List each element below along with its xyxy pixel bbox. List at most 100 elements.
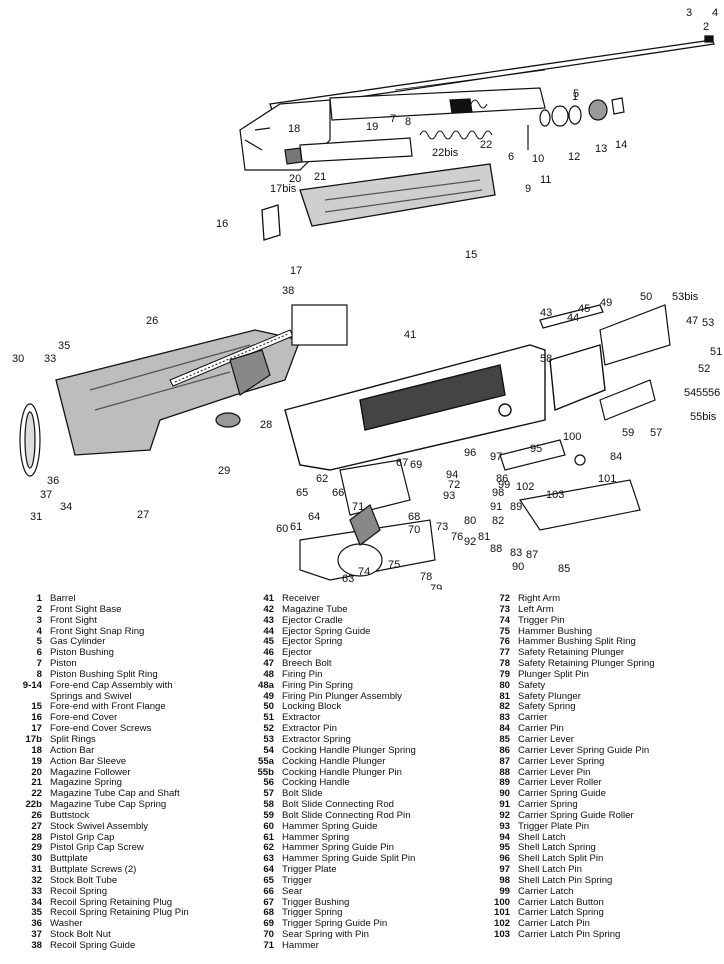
callout: 27 bbox=[137, 509, 149, 521]
part-number: 102 bbox=[493, 918, 510, 930]
part-number: 65 bbox=[263, 874, 274, 886]
callout: 97 bbox=[490, 451, 502, 463]
legend-row: Springs and Swivel bbox=[0, 690, 189, 703]
part-name: Hammer Spring bbox=[282, 831, 350, 843]
callout: 71 bbox=[352, 501, 364, 513]
part-number: 88 bbox=[499, 766, 510, 778]
callout: 4 bbox=[712, 7, 718, 19]
part-name: Carrier Latch Spring bbox=[518, 907, 604, 919]
action-bar-sleeve bbox=[284, 137, 413, 165]
part-name: Trigger Plate bbox=[282, 864, 337, 876]
part-number: 98 bbox=[499, 874, 510, 886]
part-name: Stock Bolt Nut bbox=[50, 929, 111, 941]
callout: 86 bbox=[496, 473, 508, 485]
callout: 33 bbox=[44, 353, 56, 365]
callout: 22bis bbox=[432, 147, 459, 159]
part-name: Carrier Lever Pin bbox=[518, 766, 591, 778]
part-name: Springs and Swivel bbox=[50, 690, 132, 702]
legend-row: 74 Trigger Pin bbox=[464, 614, 655, 627]
part-name: Sear bbox=[282, 885, 303, 897]
exploded-view-diagram: 1 2 3 4 5 6 7 8 9 10 11 12 13 14 15 16 1… bbox=[12, 7, 722, 590]
part-number: 47 bbox=[263, 658, 274, 670]
part-number: 55b bbox=[257, 766, 274, 778]
part-name: Buttplate bbox=[50, 853, 88, 865]
part-number: 74 bbox=[499, 614, 510, 626]
part-name: Ejector bbox=[282, 647, 312, 659]
receiver bbox=[284, 344, 606, 471]
part-name: Shell Latch Pin bbox=[518, 864, 582, 876]
part-number: 49 bbox=[263, 690, 274, 702]
callout: 37 bbox=[40, 489, 52, 501]
part-name: Trigger Plate Pin bbox=[518, 820, 590, 832]
part-name: Stock Bolt Tube bbox=[50, 874, 118, 886]
part-number: 68 bbox=[263, 907, 274, 919]
part-number: 34 bbox=[31, 896, 42, 908]
legend-row: 88 Carrier Lever Pin bbox=[464, 766, 655, 779]
part-number: 94 bbox=[499, 831, 510, 843]
part-name: Trigger Pin bbox=[518, 614, 565, 626]
part-name: Safety Plunger bbox=[518, 690, 581, 702]
callout: 69 bbox=[410, 459, 422, 471]
callout: 43 bbox=[540, 307, 552, 319]
callout: 53bis bbox=[672, 291, 699, 303]
part-number: 29 bbox=[31, 842, 42, 854]
callout: 64 bbox=[308, 511, 320, 523]
callout: 102 bbox=[516, 481, 534, 493]
part-name: Cocking Handle bbox=[282, 777, 350, 789]
part-number: 41 bbox=[263, 593, 274, 604]
callout: 10 bbox=[532, 153, 544, 165]
part-name: Piston Bushing bbox=[50, 647, 114, 659]
part-name: Bolt Slide bbox=[282, 788, 323, 800]
part-number: 95 bbox=[499, 842, 510, 854]
magazine-spring bbox=[419, 99, 493, 140]
part-number: 84 bbox=[499, 723, 510, 735]
part-number: 62 bbox=[263, 842, 274, 854]
part-name: Hammer Spring Guide Split Pin bbox=[282, 853, 416, 865]
part-name: Magazine Tube Cap and Shaft bbox=[50, 788, 180, 800]
callout: 63 bbox=[342, 573, 354, 585]
part-name: Magazine Follower bbox=[50, 766, 131, 778]
legend-row: 81 Safety Plunger bbox=[464, 690, 655, 703]
callout: 55bis bbox=[690, 411, 717, 423]
part-name: Ejector Spring Guide bbox=[282, 625, 371, 637]
part-name: Front Sight Base bbox=[50, 603, 122, 615]
part-number: 99 bbox=[499, 885, 510, 897]
part-number: 22 bbox=[31, 788, 42, 800]
callout: 9 bbox=[525, 183, 531, 195]
part-number: 85 bbox=[499, 733, 510, 745]
part-name: Magazine Tube Cap Spring bbox=[50, 799, 167, 811]
part-number: 7 bbox=[36, 658, 42, 670]
callout: 38 bbox=[282, 285, 294, 297]
callout: 60 bbox=[276, 523, 288, 535]
callout-numbers: 1 2 3 4 5 6 7 8 9 10 11 12 13 14 15 16 1… bbox=[12, 7, 722, 590]
part-number: 81 bbox=[499, 690, 510, 702]
part-number: 97 bbox=[499, 864, 510, 876]
part-name: Extractor Pin bbox=[282, 723, 337, 735]
callout: 83 bbox=[510, 547, 522, 559]
callout: 17 bbox=[290, 265, 302, 277]
callout: 11 bbox=[540, 174, 551, 186]
part-name: Recoil Spring Guide bbox=[50, 940, 136, 951]
part-number: 38 bbox=[31, 940, 42, 951]
callout: 99 bbox=[498, 479, 510, 491]
callout: 41 bbox=[404, 329, 416, 341]
